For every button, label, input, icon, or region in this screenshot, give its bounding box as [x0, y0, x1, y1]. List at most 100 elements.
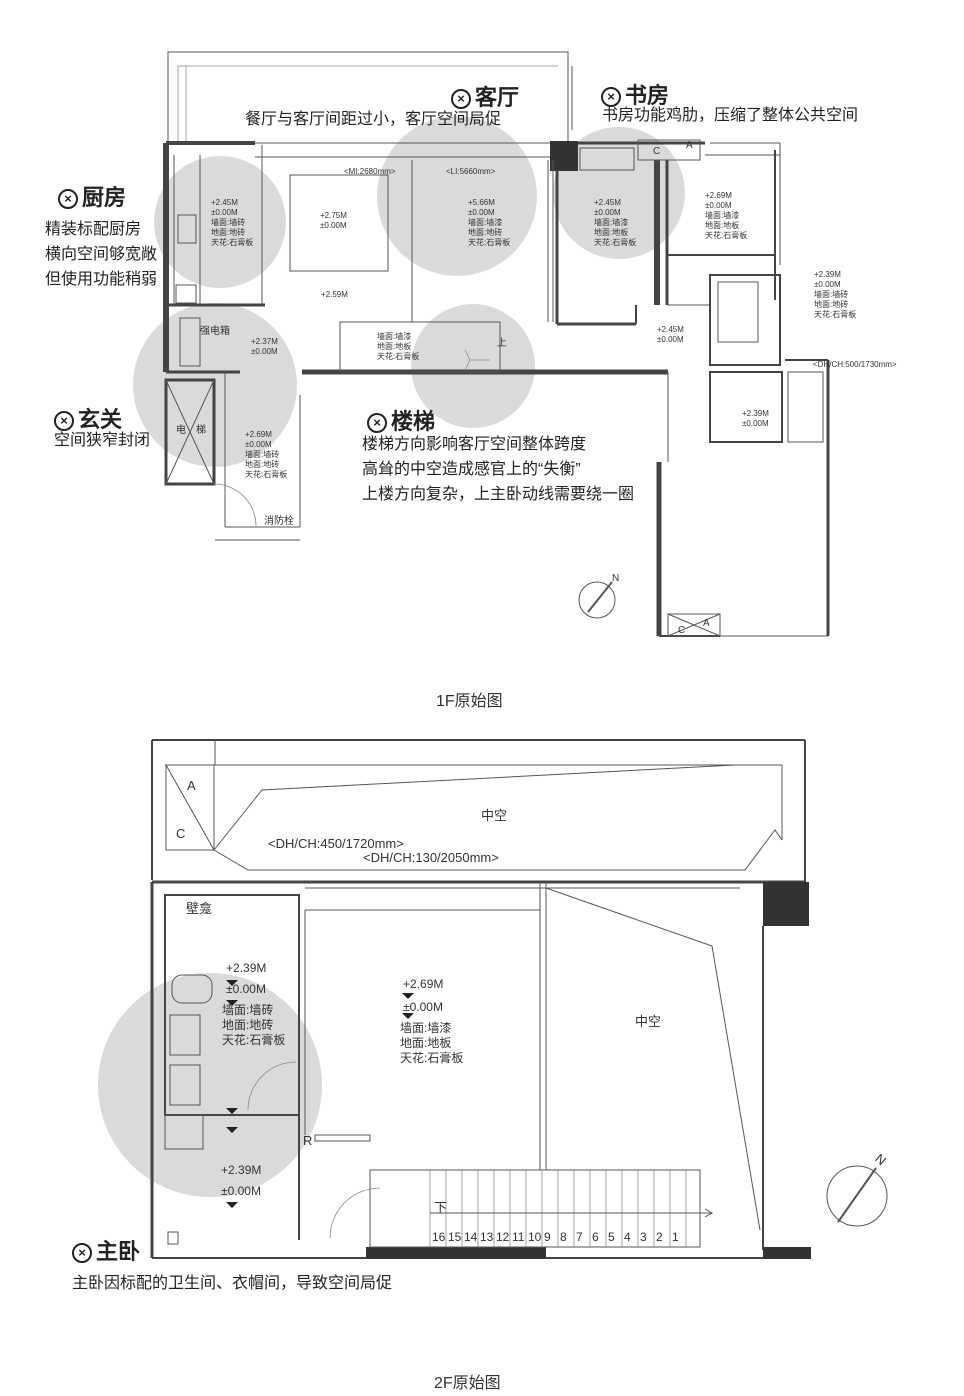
level-line: 墙面:墙砖: [245, 450, 280, 459]
note-living-desc: 餐厅与客厅间距过小，客厅空间局促: [245, 111, 502, 128]
floor2-walls: [150, 739, 811, 1259]
level-line: ±0.00M: [814, 280, 841, 289]
level-line: +2.45M: [657, 325, 684, 334]
level-line: +2.37M: [251, 337, 278, 346]
tag-c-2f: C: [176, 826, 186, 841]
stair-number: 9: [544, 1230, 551, 1244]
level-line: ±0.00M: [221, 1184, 261, 1198]
tag-down: 下: [434, 1200, 448, 1215]
level-line: 地面:地砖: [211, 228, 246, 237]
dim-label-2f-2: <DH/CH:130/2050mm>: [363, 850, 499, 865]
level-line: 天花:石膏板: [705, 231, 748, 240]
tag-a-bottom: A: [703, 618, 710, 629]
level-line: 墙面:墙漆: [594, 218, 629, 227]
stair-number: 1: [672, 1230, 679, 1244]
circle-master-bedroom: [98, 973, 322, 1197]
void-label-right: 中空: [635, 1014, 662, 1029]
note-title: 玄关: [78, 407, 123, 432]
level-label-dining: +2.75M ±0.00M: [320, 211, 347, 231]
stair-number: 13: [480, 1230, 494, 1244]
circle-stairs: [411, 304, 535, 428]
level-markers: [226, 980, 414, 1208]
level-line: ±0.00M: [594, 208, 621, 217]
stair-number: 4: [624, 1230, 631, 1244]
level-line: 墙面:墙砖: [211, 218, 246, 227]
level-label-2f-bedroom: +2.69M ±0.00M 墙面:墙漆 地面:地板 天花:石膏板: [400, 977, 463, 1066]
dim-label: <MI:2680mm>: [344, 167, 396, 176]
tag-hydrant: 消防栓: [264, 516, 294, 527]
note-title: 书房: [625, 83, 670, 108]
circle-kitchen: [154, 156, 286, 288]
tag-lift-1: 电: [176, 425, 186, 436]
level-line: ±0.00M: [245, 440, 272, 449]
note-title: 楼梯: [391, 409, 436, 434]
level-label-corridor: +2.59M: [321, 290, 348, 299]
level-line: 墙面:墙漆: [400, 1021, 452, 1035]
level-line: +2.69M: [245, 430, 272, 439]
note-living-title: ×客厅: [451, 80, 519, 112]
stair-number: 15: [448, 1230, 462, 1244]
level-line: 天花:石膏板: [814, 310, 857, 319]
note-line: 高耸的中空造成感官上的“失衡”: [362, 461, 581, 478]
level-label-bath2: +2.39M ±0.00M: [742, 409, 769, 429]
note-line: 但使用功能稍弱: [45, 271, 158, 288]
dim-label-2f-1: <DH/CH:450/1720mm>: [268, 836, 404, 851]
note-title: 主卧: [96, 1239, 141, 1264]
level-line: 地面:地砖: [222, 1018, 274, 1032]
circle-living: [377, 116, 537, 276]
level-line: +2.75M: [320, 211, 347, 220]
floor1-caption: 1F原始图: [436, 693, 503, 710]
level-line: ±0.00M: [403, 1000, 443, 1014]
level-line: +2.39M: [221, 1163, 262, 1177]
tag-up: 上: [497, 338, 507, 349]
level-line: +2.39M: [814, 270, 841, 279]
stair-number: 12: [496, 1230, 510, 1244]
note-kitchen-title: ×厨房: [58, 180, 126, 212]
level-line: 天花:石膏板: [245, 470, 288, 479]
note-master-title: ×主卧: [72, 1234, 140, 1266]
niche-label: 壁龛: [186, 901, 213, 916]
stair-number: 7: [576, 1230, 583, 1244]
level-line: +2.69M: [705, 191, 732, 200]
level-line: 地面:地砖: [245, 460, 280, 469]
level-label-stair-area: 墙面:墙漆 地面:地板 天花:石膏板: [377, 332, 419, 362]
note-line: 精装标配厨房: [45, 221, 142, 238]
cross-circle-icon: ×: [601, 87, 621, 107]
floor1-walls: [163, 51, 830, 637]
level-line: ±0.00M: [251, 347, 278, 356]
level-line: ±0.00M: [320, 221, 347, 230]
level-line: ±0.00M: [226, 982, 266, 996]
tag-a: A: [686, 140, 693, 151]
cross-circle-icon: ×: [72, 1243, 92, 1263]
level-line: 墙面:墙漆: [468, 218, 503, 227]
level-label-bath: +2.39M ±0.00M 墙面:墙砖 地面:地砖 天花:石膏板: [814, 270, 856, 320]
dim-label: <LI:5660mm>: [446, 167, 496, 176]
level-line: ±0.00M: [705, 201, 732, 210]
level-label-bedroom: +2.69M ±0.00M 墙面:墙漆 地面:地板 天花:石膏板: [705, 191, 747, 241]
level-line: ±0.00M: [742, 419, 769, 428]
stair-number: 8: [560, 1230, 567, 1244]
note-line: 楼梯方向影响客厅空间整体跨度: [362, 436, 587, 453]
tag-c: C: [653, 146, 661, 157]
void-label-top: 中空: [481, 808, 508, 823]
cross-circle-icon: ×: [58, 189, 78, 209]
tag-north-1f: N: [612, 573, 620, 584]
stair-number: 10: [528, 1230, 542, 1244]
stair-number: 11: [512, 1230, 525, 1244]
level-label-hall: +2.45M ±0.00M: [657, 325, 684, 345]
note-line: 横向空间够宽敞: [45, 246, 158, 263]
cross-circle-icon: ×: [367, 413, 387, 433]
level-line: ±0.00M: [657, 335, 684, 344]
level-line: 地面:地板: [594, 228, 629, 237]
stair-number: 5: [608, 1230, 615, 1244]
level-line: +2.45M: [594, 198, 621, 207]
level-line: 地面:地板: [400, 1036, 452, 1050]
note-study-desc: 书房功能鸡肋，压缩了整体公共空间: [602, 107, 859, 124]
level-line: 地面:地板: [377, 342, 412, 351]
floor2-highlight-circles: [98, 973, 322, 1197]
level-line: +2.69M: [403, 977, 444, 991]
level-line: 墙面:墙砖: [814, 290, 849, 299]
level-line: +2.45M: [211, 198, 238, 207]
level-label-2f-bath: +2.39M ±0.00M 墙面:墙砖 地面:地砖 天花:石膏板: [222, 961, 285, 1048]
level-label-entry-bath: +2.69M ±0.00M 墙面:墙砖 地面:地砖 天花:石膏板: [245, 430, 287, 480]
